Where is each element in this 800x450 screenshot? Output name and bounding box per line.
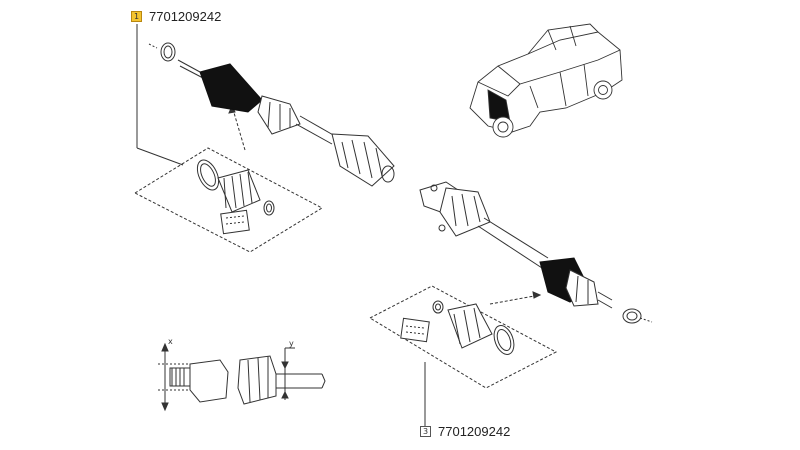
pointer-arrow-right [489,294,541,305]
lower-drive-shaft[interactable] [419,181,653,324]
upper-drive-shaft[interactable] [148,42,395,187]
part-number-3: 7701209242 [438,424,511,439]
callout-badge-1[interactable]: 1 [131,11,142,22]
part-number-1: 7701209242 [149,9,222,24]
leader-line-1 [136,24,184,166]
pointer-arrow-left [231,105,246,151]
part-callout-1[interactable]: 1 7701209242 [131,9,221,24]
callout-badge-3[interactable]: 3 [420,426,431,437]
dimension-label-y: y [289,339,294,348]
dimension-label-x: x [168,337,173,346]
right-repair-kit[interactable] [368,285,558,389]
dimension-detail-icon [158,342,326,412]
left-repair-kit[interactable] [133,147,324,253]
part-callout-3[interactable]: 3 7701209242 [420,424,510,439]
car-illustration-icon [469,23,623,138]
